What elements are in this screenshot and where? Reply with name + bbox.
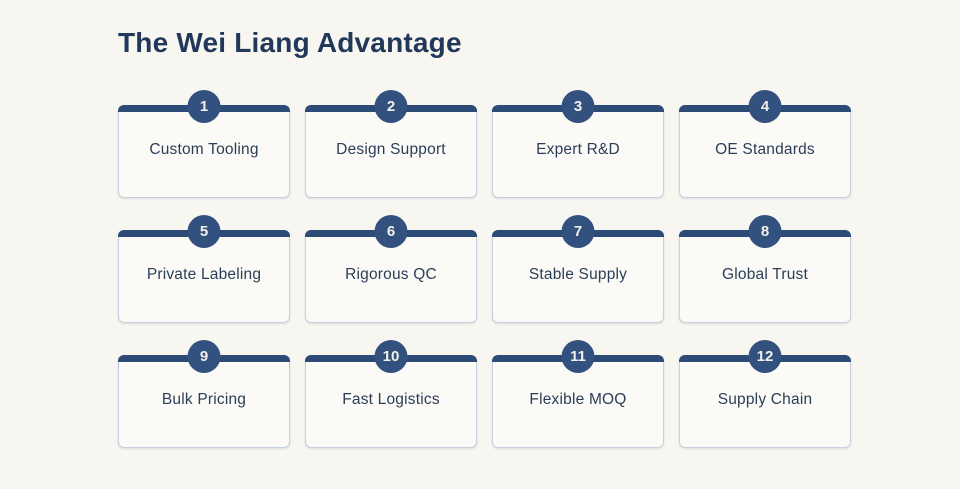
card-number-badge: 10 [374, 340, 408, 373]
advantage-card: 8 Global Trust [679, 215, 851, 323]
advantage-card: 12 Supply Chain [679, 340, 851, 448]
advantage-card: 7 Stable Supply [492, 215, 664, 323]
advantage-card: 2 Design Support [305, 90, 477, 198]
card-label: Design Support [336, 140, 446, 158]
advantage-card: 4 OE Standards [679, 90, 851, 198]
advantage-card: 1 Custom Tooling [118, 90, 290, 198]
card-label: Private Labeling [146, 265, 262, 283]
card-number-badge: 3 [561, 90, 595, 123]
advantage-card: 3 Expert R&D [492, 90, 664, 198]
card-label: Custom Tooling [149, 140, 259, 158]
card-number-badge: 11 [561, 340, 595, 373]
card-number-badge: 12 [748, 340, 782, 373]
card-number-badge: 9 [187, 340, 221, 373]
card-label: Bulk Pricing [161, 390, 247, 408]
card-label: Global Trust [722, 265, 808, 283]
card-number-badge: 2 [374, 90, 408, 123]
card-label: OE Standards [715, 140, 815, 158]
advantage-card: 10 Fast Logistics [305, 340, 477, 448]
advantage-card: 9 Bulk Pricing [118, 340, 290, 448]
advantage-card: 6 Rigorous QC [305, 215, 477, 323]
card-number-badge: 1 [187, 90, 221, 123]
card-number-badge: 8 [748, 215, 782, 248]
card-label: Fast Logistics [342, 390, 440, 408]
page-title: The Wei Liang Advantage [118, 27, 462, 58]
card-number-badge: 5 [187, 215, 221, 248]
advantage-cards-grid: 1 Custom Tooling 2 Design Support 3 Expe… [118, 90, 851, 448]
advantage-card: 5 Private Labeling [118, 215, 290, 323]
card-label: Rigorous QC [345, 265, 437, 283]
card-number-badge: 7 [561, 215, 595, 248]
card-label: Expert R&D [536, 140, 620, 158]
card-number-badge: 6 [374, 215, 408, 248]
advantage-card: 11 Flexible MOQ [492, 340, 664, 448]
card-label: Flexible MOQ [529, 390, 627, 408]
card-number-badge: 4 [748, 90, 782, 123]
card-label: Stable Supply [528, 265, 628, 283]
card-label: Supply Chain [717, 390, 813, 408]
